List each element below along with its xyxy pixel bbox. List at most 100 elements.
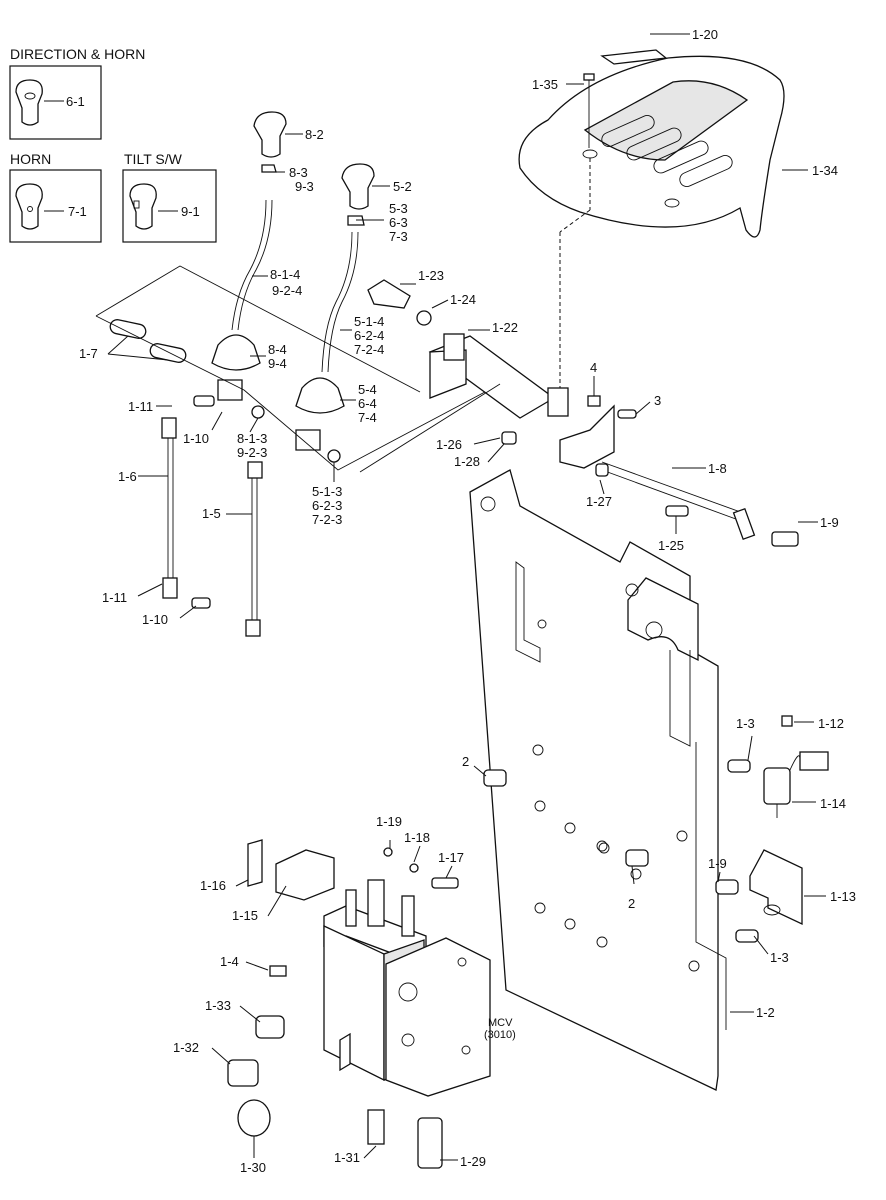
callout-1-3-b: 1-3 (770, 950, 789, 965)
callout-3: 3 (654, 393, 661, 408)
block-1-15 (275, 849, 335, 901)
callout-6-3: 6-3 (389, 215, 408, 230)
inset-direction-horn-part: 6-1 (66, 94, 85, 109)
inset-tilt-part: 9-1 (181, 204, 200, 219)
callout-1-31: 1-31 (334, 1150, 360, 1165)
callout-1-34: 1-34 (812, 163, 838, 178)
inset-tilt: TILT S/W 9-1 (122, 151, 217, 243)
callout-6-2-4: 6-2-4 (354, 328, 384, 343)
callout-1-33: 1-33 (205, 998, 231, 1013)
inset-direction-horn: DIRECTION & HORN 6-1 (9, 46, 145, 140)
callout-9-2-4: 9-2-4 (272, 283, 302, 298)
callout-5-3: 5-3 (389, 201, 408, 216)
callout-1-15: 1-15 (232, 908, 258, 923)
tilt-switch-knob-icon (129, 183, 157, 230)
callout-1-24: 1-24 (450, 292, 476, 307)
direction-horn-knob-icon (15, 79, 43, 126)
mounting-plate-1-2 (469, 469, 727, 1091)
callout-1-22: 1-22 (492, 320, 518, 335)
callout-1-10-a: 1-10 (183, 431, 209, 446)
clip-4 (587, 395, 601, 407)
callout-5-4: 5-4 (358, 382, 377, 397)
callout-8-2: 8-2 (305, 127, 324, 142)
shaft-1-8 (601, 461, 756, 541)
mcv-label-line1: MCV (488, 1017, 513, 1029)
callout-9-3: 9-3 (295, 179, 314, 194)
callout-labels: 1-20 1-35 1-34 8-2 8-3 9-3 5-2 5-3 6-3 7… (79, 27, 856, 1175)
rod-1-6 (161, 417, 178, 599)
callout-1-27: 1-27 (586, 494, 612, 509)
bushing-1-28 (501, 431, 517, 445)
callout-1-12: 1-12 (818, 716, 844, 731)
screw-1-35 (583, 73, 595, 148)
callout-1-2: 1-2 (756, 1005, 775, 1020)
callout-1-7: 1-7 (79, 346, 98, 361)
bolt-3 (617, 409, 637, 419)
callout-1-8: 1-8 (708, 461, 727, 476)
horn-knob-icon (15, 183, 43, 230)
rod-1-5 (245, 461, 263, 637)
callout-1-29: 1-29 (460, 1154, 486, 1169)
callout-1-17: 1-17 (438, 850, 464, 865)
inset-horn: HORN 7-1 (9, 151, 102, 243)
callout-1-10-b: 1-10 (142, 612, 168, 627)
pin-1-10b (191, 597, 211, 609)
mcv-label-line2: (3010) (484, 1029, 516, 1041)
callout-1-25: 1-25 (658, 538, 684, 553)
callout-1-14: 1-14 (820, 796, 846, 811)
callout-1-23: 1-23 (418, 268, 444, 283)
leader-lines (107, 33, 826, 1161)
bolt-1-9a (771, 531, 799, 547)
mcv-valve-assembly (323, 879, 491, 1097)
inset-tilt-title: TILT S/W (124, 151, 183, 167)
callout-8-1-3: 8-1-3 (237, 431, 267, 446)
callout-7-4: 7-4 (358, 410, 377, 425)
callout-6-4: 6-4 (358, 396, 377, 411)
callout-1-16: 1-16 (200, 878, 226, 893)
callout-7-2-3: 7-2-3 (312, 512, 342, 527)
callout-1-9-a: 1-9 (820, 515, 839, 530)
callout-7-3: 7-3 (389, 229, 408, 244)
callout-5-1-3: 5-1-3 (312, 484, 342, 499)
inset-horn-title: HORN (10, 151, 51, 167)
bracket-1-22 (428, 333, 615, 469)
callout-1-11-a: 1-11 (128, 399, 153, 414)
callout-1-20: 1-20 (692, 27, 718, 42)
lever-5 (295, 163, 375, 451)
bushing-5-1-3 (327, 449, 341, 463)
bushing-8-1-3 (251, 405, 265, 419)
callout-4: 4 (590, 360, 597, 375)
inset-horn-part: 7-1 (68, 204, 87, 219)
callout-1-3-a: 1-3 (736, 716, 755, 731)
bracket-1-13 (749, 849, 803, 926)
fittings (227, 847, 459, 1169)
callout-6-2-3: 6-2-3 (312, 498, 342, 513)
console-cover (518, 49, 785, 388)
callout-1-6: 1-6 (118, 469, 137, 484)
bracket-1-16 (247, 839, 263, 887)
lever-guide-outline (95, 265, 501, 471)
callout-8-4: 8-4 (268, 342, 287, 357)
callout-1-5: 1-5 (202, 506, 221, 521)
callout-1-11-b: 1-11 (102, 590, 127, 605)
callout-2-a: 2 (462, 754, 469, 769)
inset-direction-horn-title: DIRECTION & HORN (10, 46, 145, 62)
pin-1-23 (367, 279, 411, 309)
callout-1-35: 1-35 (532, 77, 558, 92)
bolt-1-25 (665, 505, 689, 517)
callout-1-28: 1-28 (454, 454, 480, 469)
lever-8 (211, 111, 287, 401)
callout-9-2-3: 9-2-3 (237, 445, 267, 460)
callout-1-9-b: 1-9 (708, 856, 727, 871)
callout-8-3: 8-3 (289, 165, 308, 180)
callout-1-4: 1-4 (220, 954, 239, 969)
pins-1-7 (109, 319, 187, 363)
bolts-misc (483, 715, 793, 943)
washer-1-24 (416, 310, 432, 326)
callout-2-b: 2 (628, 896, 635, 911)
callout-8-1-4: 8-1-4 (270, 267, 300, 282)
switch-1-14 (763, 751, 829, 818)
callout-1-19: 1-19 (376, 814, 402, 829)
callout-9-4: 9-4 (268, 356, 287, 371)
